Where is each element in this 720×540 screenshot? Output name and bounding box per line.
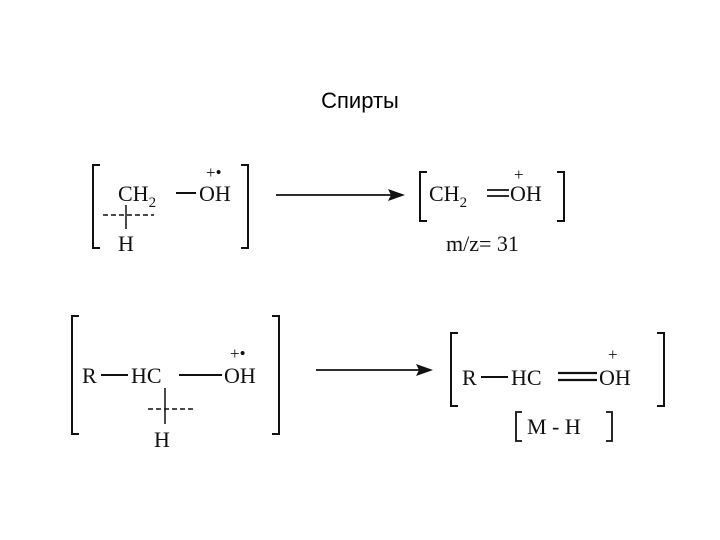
reaction2-arrow bbox=[316, 364, 433, 376]
cation-charge: + bbox=[608, 345, 618, 364]
hydrogen-atom: H bbox=[118, 231, 134, 256]
radical-cation-charge: +• bbox=[206, 163, 222, 182]
hc-group: HC bbox=[511, 365, 542, 390]
m-minus-h-label: M - H bbox=[527, 414, 581, 439]
bracket-right bbox=[657, 332, 665, 407]
slide-title: Спирты bbox=[321, 88, 399, 113]
cation-charge: + bbox=[514, 165, 524, 184]
hc-group: HC bbox=[131, 363, 162, 388]
ch2-group: CH2 bbox=[429, 181, 467, 211]
hydrogen-atom: H bbox=[154, 427, 170, 452]
ch2-group: CH2 bbox=[118, 181, 156, 211]
oh-group: OH bbox=[510, 181, 542, 206]
mz-value: m/z= 31 bbox=[446, 231, 519, 256]
bracket-right bbox=[557, 171, 565, 222]
bracket-left bbox=[92, 164, 100, 249]
reaction1-reactant: CH2 OH +• H bbox=[92, 163, 249, 256]
bracket-right bbox=[272, 315, 280, 435]
r-group: R bbox=[462, 365, 477, 390]
bracket-left bbox=[419, 171, 427, 222]
bracket-left bbox=[450, 332, 458, 407]
reaction1-product: CH2 OH + m/z= 31 bbox=[419, 165, 565, 256]
reaction1-arrow bbox=[276, 189, 405, 201]
label-bracket-right bbox=[606, 411, 613, 442]
reaction2-reactant: R HC OH +• H bbox=[71, 315, 280, 452]
radical-cation-charge: +• bbox=[230, 344, 246, 363]
bracket-left bbox=[71, 315, 79, 435]
oh-group: OH bbox=[599, 365, 631, 390]
bracket-right bbox=[241, 164, 249, 249]
oh-group: OH bbox=[199, 181, 231, 206]
oh-group: OH bbox=[224, 363, 256, 388]
reaction2-product: R HC OH + M - H bbox=[450, 332, 665, 442]
r-group: R bbox=[82, 363, 97, 388]
label-bracket-left bbox=[515, 411, 522, 442]
